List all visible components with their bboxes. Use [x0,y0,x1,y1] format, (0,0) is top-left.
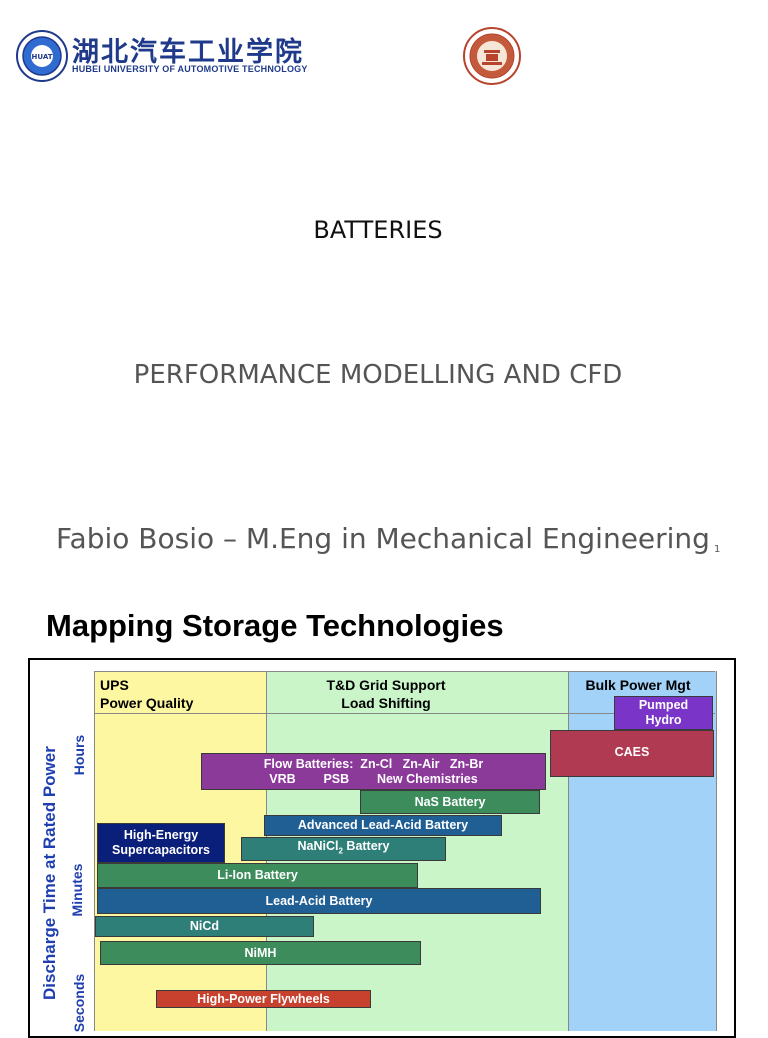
tech-bar-advanced-lead-acid: Advanced Lead-Acid Battery [264,815,502,836]
tech-nimh-label: NiMH [244,945,277,960]
y-level-hours: Hours [71,734,87,776]
tech-flow-line1: Flow Batteries: Zn-Cl Zn-Air Zn-Br [263,756,484,771]
tech-bar-flow-batteries: Flow Batteries: Zn-Cl Zn-Air Zn-Br VRB P… [201,753,546,790]
tech-bar-li-ion: Li-Ion Battery [97,863,418,888]
author-line: Fabio Bosio – M.Eng in Mechanical Engine… [56,522,710,555]
tech-li-ion-label: Li-Ion Battery [217,868,298,882]
tech-flywheels-label: High-Power Flywheels [197,991,330,1006]
page-number: 1 [714,544,721,555]
tech-flow-line2: VRB PSB New Chemistries [269,771,478,786]
mapping-title: Mapping Storage Technologies [46,608,504,643]
university-logo: HUAT 湖北汽车工业学院 HUBEI UNIVERSITY OF AUTOMO… [16,30,316,84]
tech-caes-label: CAES [614,745,650,759]
tech-nicd-label: NiCd [189,919,220,933]
zone-top-divider [94,671,715,672]
zone-ups-line2: Power Quality [100,695,194,711]
tech-nas-label: NaS Battery [414,794,486,809]
tech-bar-nicd: NiCd [95,916,314,937]
university-name-english: HUBEI UNIVERSITY OF AUTOMOTIVE TECHNOLOG… [72,64,308,74]
tech-nanicl-subscript: 2 [338,846,343,856]
y-level-minutes: Minutes [69,863,85,917]
tech-nanicl-label: NaNiCl2 Battery [298,839,390,859]
university-seal-icon: HUAT [16,30,68,82]
zone-bulk-title: Bulk Power Mgt [568,676,708,694]
slide-title: BATTERIES [313,216,443,244]
tech-bar-flywheels: High-Power Flywheels [156,990,371,1008]
hours-divider [94,713,715,714]
institution-emblem-icon [463,27,521,85]
zone-td-title: T&D Grid Support Load Shifting [266,676,506,712]
zone-ups-line1: UPS [100,677,129,693]
tech-nanicl-tail: Battery [342,839,390,854]
tech-advanced-lead-acid-label: Advanced Lead-Acid Battery [297,818,469,832]
zone-td-line2: Load Shifting [341,695,431,711]
tech-supercap-line1: High-Energy [123,828,199,842]
tech-bar-supercapacitors: High-Energy Supercapacitors [97,823,225,863]
tech-pumped-hydro-line2: Hydro [645,713,682,727]
zone-bulk-line1: Bulk Power Mgt [585,677,691,693]
zone-td-line1: T&D Grid Support [326,677,446,693]
tech-bar-caes: CAES [550,730,714,777]
y-axis-title: Discharge Time at Rated Power [40,746,59,1000]
tech-supercap-line2: Supercapacitors [112,843,210,857]
tech-bar-nimh: NiMH [100,941,421,965]
university-name-chinese: 湖北汽车工业学院 [72,37,304,68]
tech-lead-acid-label: Lead-Acid Battery [265,893,373,908]
tech-bar-nas: NaS Battery [360,790,540,814]
tech-pumped-hydro-line1: Pumped [638,698,689,712]
zone-ups-title: UPS Power Quality [100,676,193,712]
slide-subtitle: PERFORMANCE MODELLING AND CFD [133,360,623,390]
tech-nanicl-main: NaNiCl [297,839,339,854]
y-level-seconds: Seconds [71,973,87,1033]
tech-bar-nanicl2: NaNiCl2 Battery [241,837,446,861]
tech-bar-pumped-hydro: Pumped Hydro [614,696,713,730]
seal-text: HUAT [32,53,53,61]
tech-bar-lead-acid: Lead-Acid Battery [97,888,541,914]
